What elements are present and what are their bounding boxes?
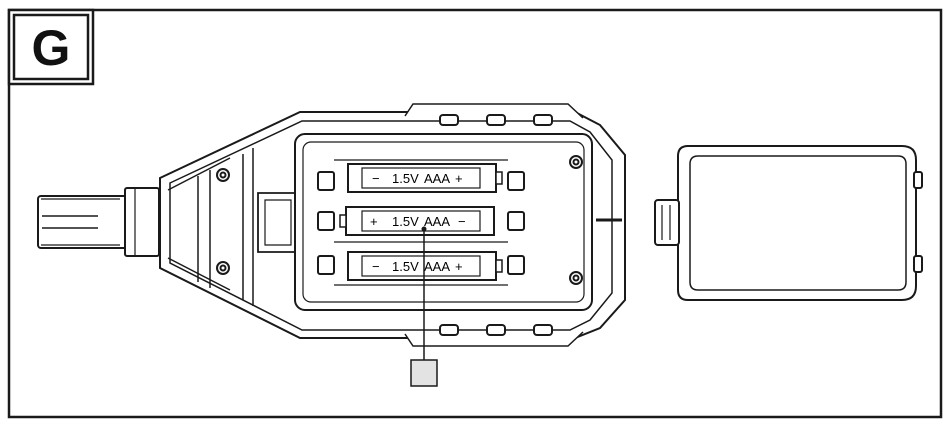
battery-cell-3: − 1.5V AAA + <box>348 252 502 280</box>
battery-1-minus: − <box>372 171 380 186</box>
figure-label-tab: G <box>9 10 93 84</box>
battery-2-voltage: 1.5V <box>392 214 419 229</box>
figure-label: G <box>32 20 71 76</box>
sensor-probe <box>38 188 159 256</box>
callout-marker <box>411 360 437 386</box>
battery-1-type: AAA <box>424 171 450 186</box>
battery-2-plus: + <box>370 214 378 229</box>
battery-3-voltage: 1.5V <box>392 259 419 274</box>
battery-3-type: AAA <box>424 259 450 274</box>
battery-1-voltage: 1.5V <box>392 171 419 186</box>
battery-2-minus: − <box>458 214 466 229</box>
battery-1-plus: + <box>455 171 463 186</box>
battery-cover <box>655 146 922 300</box>
battery-3-plus: + <box>455 259 463 274</box>
battery-cell-1: − 1.5V AAA + <box>348 164 502 192</box>
battery-cell-2: + 1.5V AAA − <box>340 207 494 235</box>
battery-3-minus: − <box>372 259 380 274</box>
battery-2-type: AAA <box>424 214 450 229</box>
